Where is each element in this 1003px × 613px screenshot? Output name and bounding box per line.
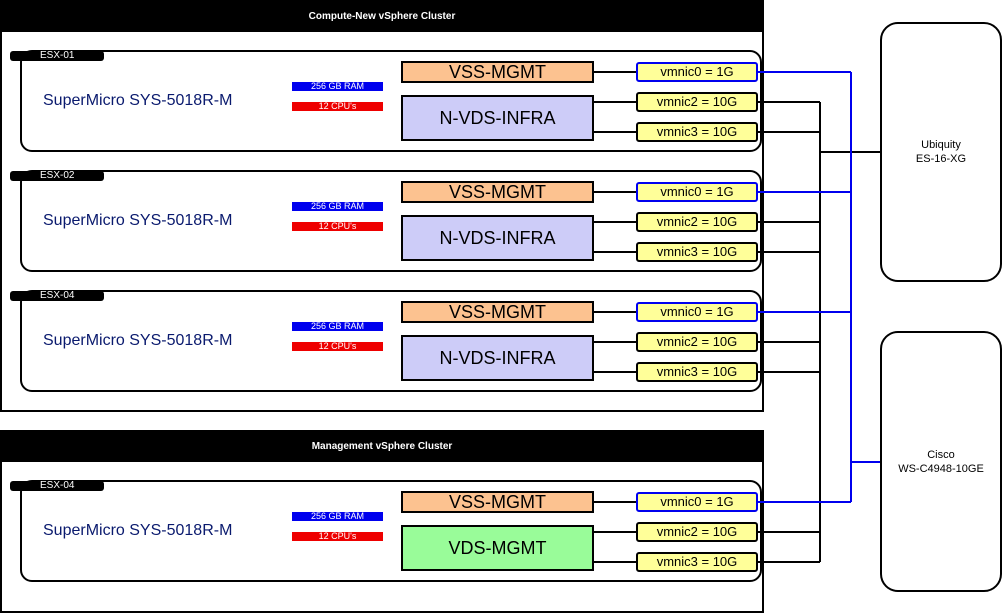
vss-switch: VSS-MGMT [401,181,594,203]
compute-cluster-title: Compute-New vSphere Cluster [2,2,762,32]
management-cluster-title: Management vSphere Cluster [2,432,762,462]
nvds-switch: N-VDS-INFRA [401,335,594,381]
ram-badge: 256 GB RAM [292,202,383,211]
ram-badge: 256 GB RAM [292,512,383,521]
vmnic3-port: vmnic3 = 10G [636,362,758,382]
host-model: SuperMicro SYS-5018R-M [43,332,233,349]
vmnic3-port: vmnic3 = 10G [636,122,758,142]
device-vendor: Cisco [927,448,955,461]
nvds-switch: N-VDS-INFRA [401,95,594,141]
device-model: ES-16-XG [915,153,967,165]
vss-switch: VSS-MGMT [401,61,594,83]
host-model: SuperMicro SYS-5018R-M [43,92,233,109]
vmnic2-port: vmnic2 = 10G [636,212,758,232]
ubiquity-switch: Ubiquity ES-16-XG [880,22,1002,282]
vmnic0-port: vmnic0 = 1G [636,182,758,202]
cisco-switch: Cisco WS-C4948-10GE [880,331,1002,592]
vmnic0-port: vmnic0 = 1G [636,302,758,322]
cpu-badge: 12 CPU's [292,222,383,231]
vmnic3-port: vmnic3 = 10G [636,242,758,262]
host-tag: ESX-04 [10,291,104,301]
vds-switch: VDS-MGMT [401,525,594,571]
cpu-badge: 12 CPU's [292,102,383,111]
ram-badge: 256 GB RAM [292,322,383,331]
host-model: SuperMicro SYS-5018R-M [43,212,233,229]
ram-badge: 256 GB RAM [292,82,383,91]
host-tag: ESX-02 [10,171,104,181]
device-model: WS-C4948-10GE [898,462,984,475]
vmnic3-port: vmnic3 = 10G [636,552,758,572]
vmnic0-port: vmnic0 = 1G [636,492,758,512]
host-tag: ESX-04 [10,481,104,491]
vmnic2-port: vmnic2 = 10G [636,522,758,542]
cpu-badge: 12 CPU's [292,342,383,351]
host-tag: ESX-01 [10,51,104,61]
cpu-badge: 12 CPU's [292,532,383,541]
vss-switch: VSS-MGMT [401,491,594,513]
host-model: SuperMicro SYS-5018R-M [43,522,233,539]
vss-switch: VSS-MGMT [401,301,594,323]
nvds-switch: N-VDS-INFRA [401,215,594,261]
vmnic0-port: vmnic0 = 1G [636,62,758,82]
device-vendor: Ubiquity [921,139,961,151]
vmnic2-port: vmnic2 = 10G [636,92,758,112]
vmnic2-port: vmnic2 = 10G [636,332,758,352]
